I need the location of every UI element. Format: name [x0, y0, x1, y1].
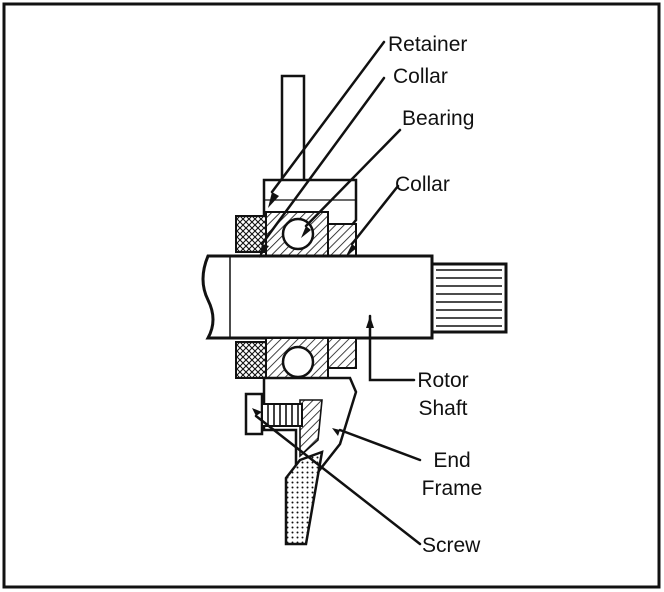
lower-bearing-ball — [281, 345, 315, 379]
label-retainer: Retainer — [388, 33, 468, 56]
leader-retainer — [270, 40, 386, 194]
label-frame: Frame — [421, 477, 483, 500]
label-shaft: Shaft — [418, 397, 468, 420]
lower-retainer — [235, 341, 269, 379]
screw-head — [244, 392, 264, 436]
label-end: End — [433, 449, 471, 472]
end-frame-upper-plate — [280, 74, 306, 184]
label-screw: Screw — [422, 534, 481, 557]
leader-bearing — [304, 128, 402, 228]
leader-collar-right — [350, 184, 400, 246]
leader-end-frame — [338, 428, 422, 462]
label-collar-top: Collar — [393, 65, 448, 88]
leader-collar-top — [260, 76, 386, 246]
rotor-shaft — [201, 254, 434, 340]
end-frame-lower-plate — [284, 450, 324, 546]
lower-collar-right — [327, 337, 357, 369]
label-rotor: Rotor — [417, 369, 469, 392]
leader-screw — [254, 414, 422, 546]
label-collar-right: Collar — [395, 173, 450, 196]
shaft-spline — [430, 262, 508, 334]
label-bearing: Bearing — [402, 107, 475, 130]
leader-rotor-shaft — [368, 314, 416, 382]
